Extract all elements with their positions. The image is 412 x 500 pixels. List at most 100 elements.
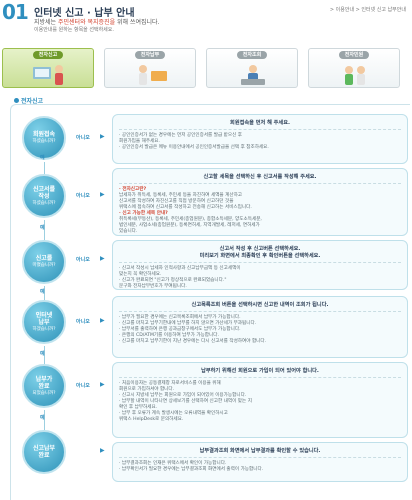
card-line: 있습니다. — [119, 229, 138, 234]
step-title: 회원접속 — [32, 131, 56, 138]
card-line: · 신고서 작성시 납세자 인적사항과 신고납부금액 등 신고세액이 — [119, 266, 241, 271]
intro-highlight: 주민센터와 복지증진을 — [58, 19, 116, 26]
step-done-card: 납부결과조회 화면에서 납부결과를 확인할 수 있습니다. · 납부결과조회는 … — [112, 442, 408, 482]
tab-e-civil[interactable]: 전자민원 — [308, 48, 400, 88]
card-heading: 신고서 작성 후 신고버튼 선택하세요. — [219, 246, 301, 252]
card-line: · 납부확인서가 필요한 경우에는 납부결과조회 화면에서 출력이 가능합니다. — [119, 467, 264, 472]
arrow-right-icon: ▶ — [100, 381, 105, 388]
card-line: 확인 후 납부하세요. — [119, 405, 158, 410]
arrow-right-icon: ▶ — [100, 255, 105, 262]
person-card-icon — [139, 65, 167, 85]
intro-prefix: 지방세는 — [34, 19, 58, 26]
connector — [44, 286, 45, 300]
breadcrumb[interactable]: > 이용안내 > 인터넷 신고 납부안내 — [329, 7, 406, 13]
card-line: · 신고시 지방세 납부는 회원으로 가입이 되어있어 이용가능합니다. — [119, 393, 247, 398]
step-title: 납부가 — [35, 375, 53, 383]
intro-suffix: 위해 쓰여집니다. — [115, 19, 160, 26]
connector — [44, 410, 45, 430]
step-submit: 신고를 마쳤습니까? — [22, 240, 66, 284]
no-label: 아니오 — [76, 193, 90, 199]
card-line: · 은행의 CD/ATM기를 이용하여 납부가 가능합니다. — [119, 333, 219, 338]
yes-label: 예 — [40, 155, 45, 161]
card-line: 문구와 전자납부번호가 부여됩니다. — [119, 284, 187, 289]
card-line: 신고서를 작성하여 자진신고를 직접 방문하여 신고하던 것을 — [119, 199, 234, 204]
bullet-icon — [14, 98, 19, 103]
tab-e-filing[interactable]: 전자신고 — [2, 48, 94, 88]
person-computer-icon — [33, 65, 63, 85]
card-heading: 납부결과조회 화면에서 납부결과를 확인할 수 있습니다. — [119, 447, 401, 458]
step-write-form: 신고서를 작성 하셨습니까? — [22, 174, 66, 218]
step-title: 작성 — [38, 192, 50, 200]
step-internet-payment: 인터넷 납부 하겠습니까? — [22, 300, 66, 344]
card-heading: 회원접속을 먼저 해 주세요. — [119, 119, 401, 130]
arrow-right-icon: ▶ — [100, 191, 105, 198]
card-line: · 전자신고란? — [119, 187, 147, 192]
no-label: 아니오 — [76, 257, 90, 263]
person-laptop-icon — [241, 65, 265, 85]
card-line: · 공인인증서 발급은 메뉴 이용안내에서 공인인증서발급을 선택 후 참조하세… — [119, 145, 269, 150]
card-line: · 신고를 마치고 납부기한내에 납부를 하지 않으면 가산세가 부과됩니다. — [119, 321, 257, 326]
card-line: 회원가입을 해주세요. — [119, 139, 160, 144]
step-payment-complete: 납부가 완료 되었습니까? — [22, 364, 66, 408]
section-title-text: 전자신고 — [21, 98, 44, 105]
connector — [44, 162, 45, 174]
step-question: 되었습니까? — [32, 390, 56, 396]
filing-flowchart — [10, 104, 410, 500]
tab-label: 전자민원 — [338, 51, 370, 59]
tab-e-payment[interactable]: 전자납부 — [104, 48, 196, 88]
card-line: 납세자가 취득세, 등록세, 주민세 등을 자진하여 세액을 계산하고 — [119, 193, 243, 198]
page-header: 01 인터넷 신고 · 납부 안내 > 이용안내 > 인터넷 신고 납부안내 지… — [0, 0, 412, 40]
card-line: 위택스에 접속하여 신고서를 작성하고 전송해 신고하는 서비스입니다. — [119, 205, 252, 210]
step-title: 신고를 — [35, 255, 53, 262]
card-line: · 납부서를 출력하여 은행 공과금창구에서도 납부가 가능합니다. — [119, 327, 241, 332]
step-question: 하셨습니까? — [32, 139, 56, 144]
arrow-right-icon: ▶ — [100, 447, 105, 454]
card-line: 위택스 HelpDesk로 문의하세요. — [119, 417, 184, 422]
card-line: · 납부가 필요한 경우에는 신고목록조회에서 납부가 가능합니다. — [119, 315, 241, 320]
arrow-right-icon: ▶ — [100, 133, 105, 140]
step-payment-complete-card: 납부하기 위해선 회원으로 가입이 되어 있어야 합니다. · 처음이용자는 공… — [112, 362, 408, 438]
step-submit-card: 신고서 작성 후 신고버튼 선택하세요. 미리보기 화면에서 최종확인 후 확인… — [112, 240, 408, 290]
card-heading: 신고목록조회 버튼을 선택하시면 신고한 내역이 조회가 됩니다. — [119, 301, 401, 312]
card-line: · 신고 가능한 세목 안내? — [119, 211, 168, 216]
no-label: 아니오 — [76, 383, 90, 389]
page-title: 인터넷 신고 · 납부 안내 — [34, 8, 135, 19]
yes-label: 예 — [40, 415, 45, 421]
service-tabs: 전자신고 전자납부 전자조회 전자민원 — [2, 48, 412, 94]
card-line: 취득록세(부동산), 등록세, 주민세(종업원분), 종합소득세분, 양도소득세… — [119, 217, 262, 222]
step-title: 완료 — [38, 382, 50, 390]
card-heading: 신고할 세목을 선택하신 후 신고서를 작성해 주세요. — [119, 173, 401, 184]
card-line: 회원으로 가입하셔야 합니다. — [119, 387, 175, 392]
step-login: 회원접속 하셨습니까? — [22, 116, 66, 160]
no-label: 아니오 — [76, 319, 90, 325]
card-line: · 공인인증서가 없는 경우에는 먼저 공인인증서를 발급 받으신 후 — [119, 133, 243, 138]
tab-label: 전자조회 — [236, 51, 268, 59]
card-line: · 납부결과조회는 인재은 위택스에서 확인이 가능합니다. — [119, 461, 227, 466]
tab-e-inquiry[interactable]: 전자조회 — [206, 48, 298, 88]
card-line: 맞는지 꼭 확인하세요. — [119, 272, 162, 277]
step-login-card: 회원접속을 먼저 해 주세요. · 공인인증서가 없는 경우에는 먼저 공인인증… — [112, 114, 408, 164]
card-heading: 미리보기 화면에서 최종확인 후 확인버튼을 선택하세요. — [119, 252, 401, 263]
step-done: 신고납부 완료 — [22, 430, 66, 474]
card-line: · 신고를 마치고 납부기한이 지난 경우에는 다시 신고서를 작성하여야 합니… — [119, 339, 267, 344]
card-line: · 납부할 내역이 나타나면 상세보기를 선택하여 신고한 내역이 맞는 지 — [119, 399, 252, 404]
section-number: 01 — [2, 0, 29, 24]
people-icon — [345, 66, 365, 85]
connector — [44, 220, 45, 240]
step-question: 마쳤습니까? — [32, 263, 56, 268]
yes-label: 예 — [40, 289, 45, 295]
step-title: 신고서를 — [32, 185, 56, 193]
tab-label: 전자신고 — [32, 51, 64, 59]
card-heading: 납부하기 위해선 회원으로 가입이 되어 있어야 합니다. — [119, 367, 401, 378]
tab-label: 전자납부 — [134, 51, 166, 59]
step-question: 하셨습니까? — [32, 200, 56, 206]
yes-label: 예 — [40, 351, 45, 357]
yes-label: 예 — [40, 225, 45, 231]
step-title: 완료 — [38, 452, 50, 459]
step-title: 납부 — [38, 318, 50, 326]
connector — [44, 346, 45, 364]
step-internet-payment-card: 신고목록조회 버튼을 선택하시면 신고한 내역이 조회가 됩니다. · 납부가 … — [112, 296, 408, 358]
instruction-text: 이용안내를 원하는 항목을 선택하세요. — [34, 27, 114, 33]
arrow-right-icon: ▶ — [100, 317, 105, 324]
step-question: 하겠습니까? — [32, 326, 56, 332]
